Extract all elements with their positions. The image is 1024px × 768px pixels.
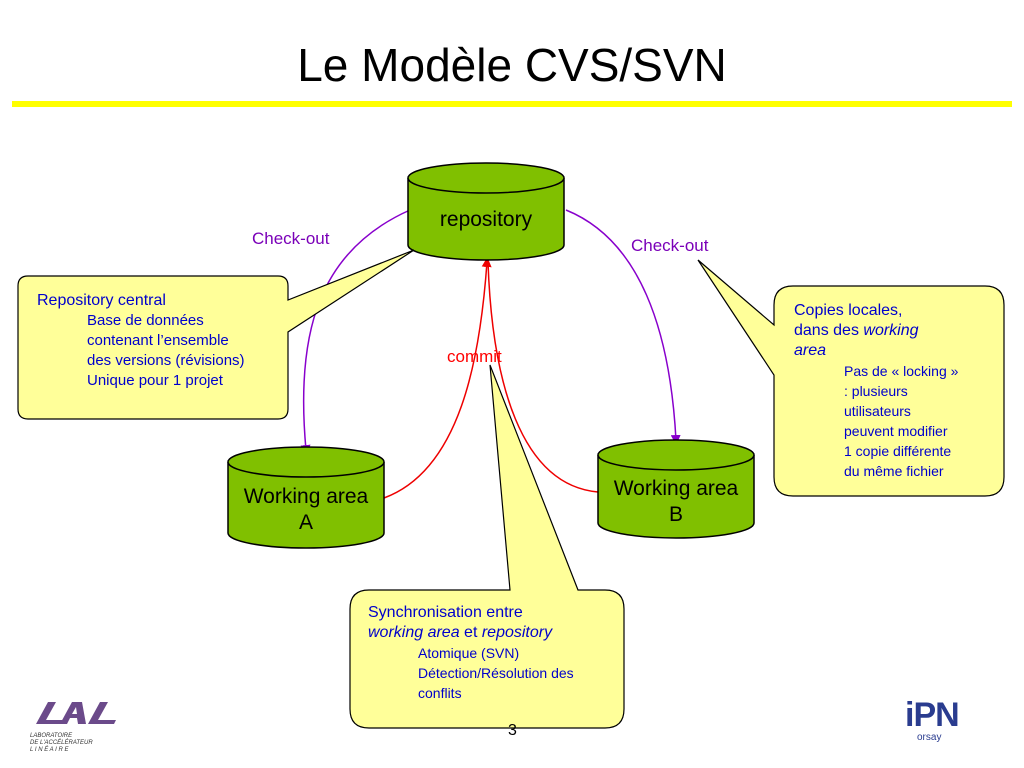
copies-locales-line: Pas de « locking » — [844, 363, 959, 379]
copies-locales-em-2: area — [794, 342, 827, 359]
lal-logo-text-3: L I N É A I R E — [30, 747, 69, 753]
copies-locales-em: working — [863, 322, 919, 339]
repository-central-line: des versions (révisions) — [87, 352, 245, 369]
repository-central-line: Unique pour 1 projet — [87, 372, 223, 389]
repository-central-line: contenant l’ensemble — [87, 332, 229, 349]
callout-synchronisation — [349, 364, 625, 729]
synchronisation-line: Détection/Résolution des — [418, 665, 574, 681]
copies-locales-heading-1: Copies locales, — [794, 302, 903, 319]
working-area-b-line2: B — [668, 503, 683, 526]
ipn-logo-text: iPN — [905, 696, 960, 734]
copies-locales-line: : plusieurs — [844, 383, 908, 399]
repository-central-line: Base de données — [87, 312, 204, 329]
repository-cylinder — [407, 162, 565, 261]
working-area-a-label: Working area A — [228, 484, 384, 536]
synchronisation-line-2: working area et repository — [368, 623, 574, 643]
working-area-b-label: Working area B — [598, 476, 754, 528]
checkout-arrow-right — [565, 209, 681, 445]
copies-locales-line: peuvent modifier — [844, 423, 948, 439]
commit-arrow-right — [487, 261, 599, 493]
lal-logo-text-2: DE L'ACCÉLÉRATEUR — [30, 740, 93, 746]
lal-logo-mark — [36, 702, 116, 724]
synchronisation-line: Atomique (SVN) — [418, 645, 520, 661]
title-underline — [12, 101, 1012, 107]
copies-locales-text: Copies locales, dans des working area Pa… — [794, 301, 958, 481]
commit-label: commit — [447, 347, 502, 366]
commit-arrow-left — [383, 257, 492, 499]
synchronisation-text: Synchronisation entre working area et re… — [368, 603, 574, 703]
sync-et: et — [459, 624, 482, 641]
callout-repository-central — [17, 249, 415, 420]
working-area-a-line2: A — [298, 511, 313, 534]
copies-locales-prefix: dans des — [794, 322, 864, 339]
copies-locales-heading-3: area — [794, 341, 958, 361]
ipn-logo: iPN orsay — [905, 696, 960, 743]
working-area-a-cylinder — [227, 446, 385, 549]
checkout-left-label: Check-out — [252, 229, 330, 248]
synchronisation-line: conflits — [418, 685, 462, 701]
copies-locales-line: 1 copie différente — [844, 443, 952, 459]
copies-locales-heading-2: dans des working — [794, 321, 958, 341]
checkout-right-label: Check-out — [631, 236, 709, 255]
working-area-a-line1: Working area — [243, 485, 369, 508]
repository-central-heading: Repository central — [37, 292, 166, 309]
ipn-logo-sub: orsay — [917, 732, 942, 743]
copies-locales-line: du même fichier — [844, 463, 944, 479]
callout-copies-locales — [697, 259, 1005, 497]
copies-locales-line: utilisateurs — [844, 403, 911, 419]
working-area-b-cylinder — [597, 439, 755, 539]
repository-label: repository — [439, 208, 533, 231]
working-area-b-line1: Working area — [613, 477, 739, 500]
repository-central-text: Repository central Base de données conte… — [37, 291, 245, 391]
lal-logo-text-1: LABORATOIRE — [30, 733, 73, 739]
lal-logo: LABORATOIRE DE L'ACCÉLÉRATEUR L I N É A … — [26, 698, 116, 754]
sync-em-working-area: working area — [368, 624, 460, 641]
slide-title: Le Modèle CVS/SVN — [297, 39, 727, 91]
page-number: 3 — [508, 722, 517, 739]
synchronisation-heading: Synchronisation entre — [368, 604, 523, 621]
sync-em-repository: repository — [481, 624, 553, 641]
